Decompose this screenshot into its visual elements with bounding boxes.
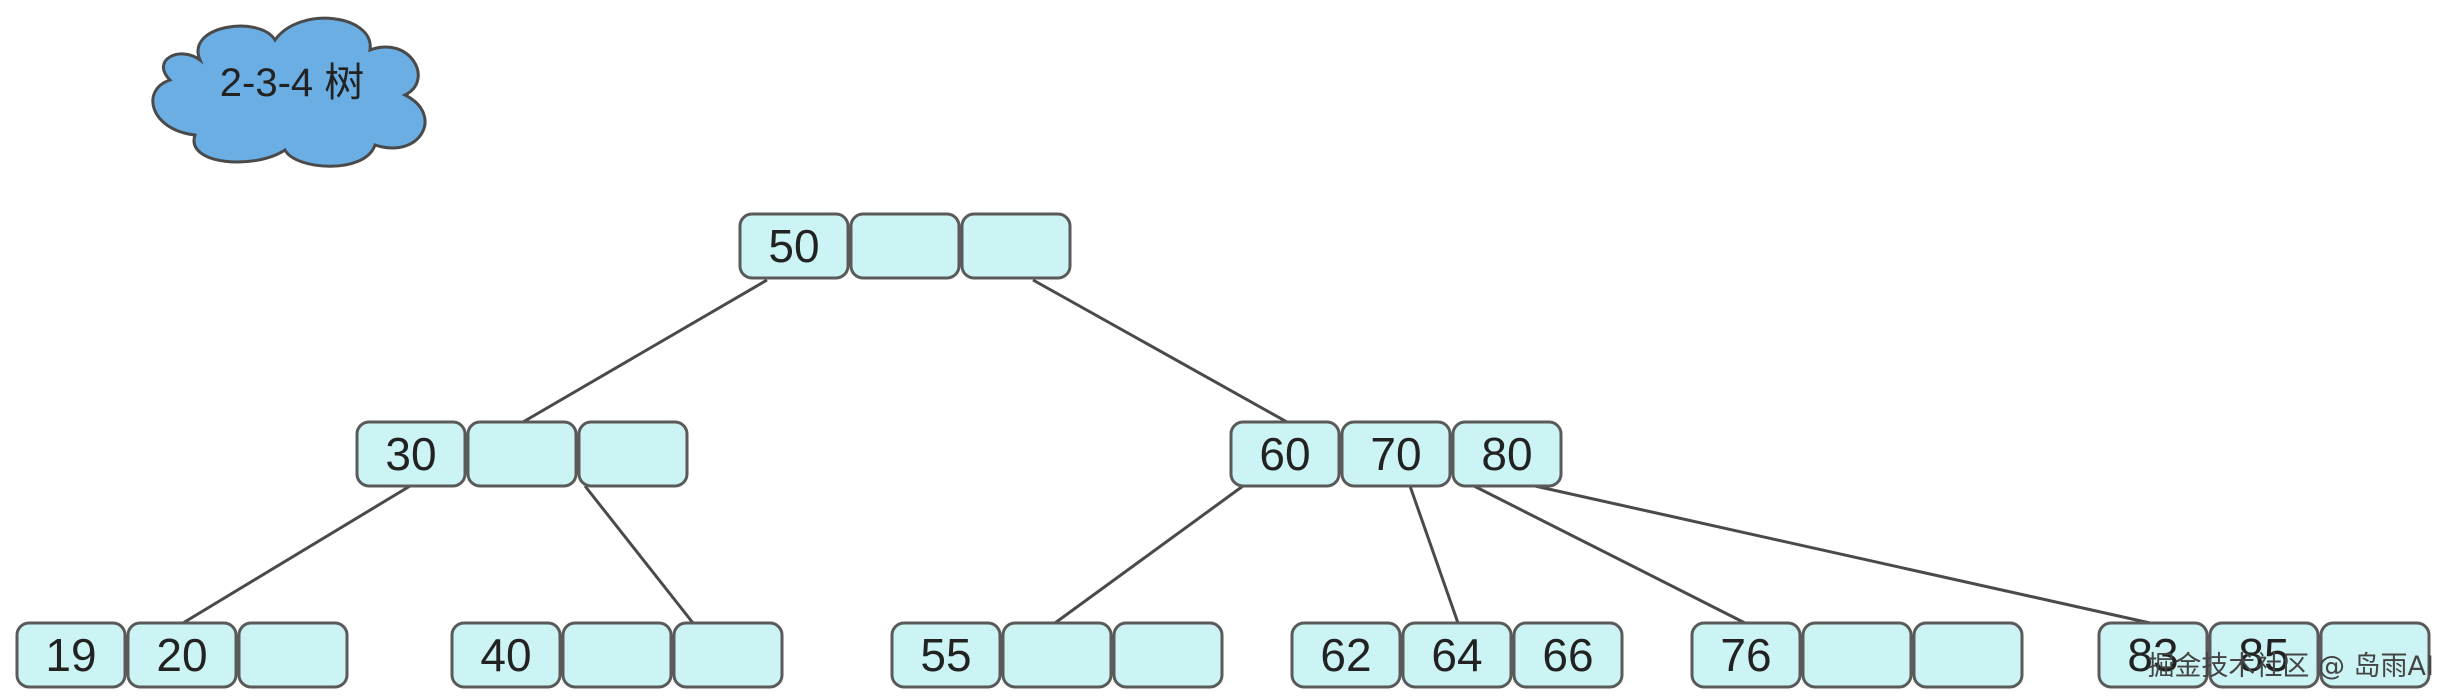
key-cell [1290, 621, 1402, 689]
key-cell [355, 420, 467, 488]
title-cloud: 2-3-4 树 [151, 16, 427, 168]
edge-root-to-n30 [522, 278, 768, 424]
tree-edges [182, 278, 2151, 625]
edge-n30-to-l2 [583, 485, 695, 624]
tree-node-l5: 76 [1690, 621, 2024, 689]
key-label: 83 [2127, 629, 2178, 681]
key-cell [450, 621, 562, 689]
cloud-shape [151, 16, 427, 168]
key-cell [1512, 621, 1624, 689]
key-label: 76 [1720, 629, 1771, 681]
edge-n60-to-l3 [1054, 484, 1244, 625]
key-label: 80 [1481, 428, 1532, 480]
key-label: 85 [2238, 629, 2289, 681]
key-cell [960, 212, 1072, 280]
key-cell [15, 621, 127, 689]
key-cell [561, 621, 673, 689]
key-label: 62 [1320, 629, 1371, 681]
tree-node-root: 50 [738, 212, 1072, 280]
key-label: 66 [1542, 629, 1593, 681]
key-label: 55 [920, 629, 971, 681]
key-cell [2097, 621, 2209, 689]
key-label: 20 [156, 629, 207, 681]
key-cell [1801, 621, 1913, 689]
key-label: 64 [1431, 629, 1482, 681]
edge-root-to-n60 [1032, 278, 1288, 424]
edge-n60-to-l5 [1473, 484, 1746, 625]
key-label: 70 [1370, 428, 1421, 480]
key-cell [237, 621, 349, 689]
edge-n60-to-l4 [1408, 485, 1460, 624]
key-label: 30 [385, 428, 436, 480]
key-cell [1340, 420, 1452, 488]
watermark: 掘金技术社区 @ 岛雨AI [2147, 651, 2434, 682]
tree-node-n60: 60 70 80 [1229, 420, 1563, 488]
key-cell [1229, 420, 1341, 488]
key-cell [466, 420, 578, 488]
key-cell [2319, 621, 2431, 689]
key-label: 60 [1259, 428, 1310, 480]
key-cell [1001, 621, 1113, 689]
key-label: 19 [45, 629, 96, 681]
key-cell [1112, 621, 1224, 689]
key-label: 40 [480, 629, 531, 681]
key-cell [577, 420, 689, 488]
title-text: 2-3-4 树 [220, 61, 365, 105]
tree-node-l4: 62 64 66 [1290, 621, 1624, 689]
key-cell [1912, 621, 2024, 689]
edge-n30-to-l1 [182, 484, 411, 625]
key-cell [672, 621, 784, 689]
tree-node-l3: 55 [890, 621, 1224, 689]
tree-node-l2: 40 [450, 621, 784, 689]
key-cell [1401, 621, 1513, 689]
key-cell [1451, 420, 1563, 488]
key-cell [126, 621, 238, 689]
edge-n60-to-l6 [1534, 484, 2151, 625]
key-cell [2208, 621, 2320, 689]
key-label: 50 [768, 220, 819, 272]
key-cell [890, 621, 1002, 689]
key-cell [849, 212, 961, 280]
tree-node-l6: 83 85 [2097, 621, 2431, 689]
key-cell [1690, 621, 1802, 689]
tree-node-n30: 30 [355, 420, 689, 488]
key-cell [738, 212, 850, 280]
